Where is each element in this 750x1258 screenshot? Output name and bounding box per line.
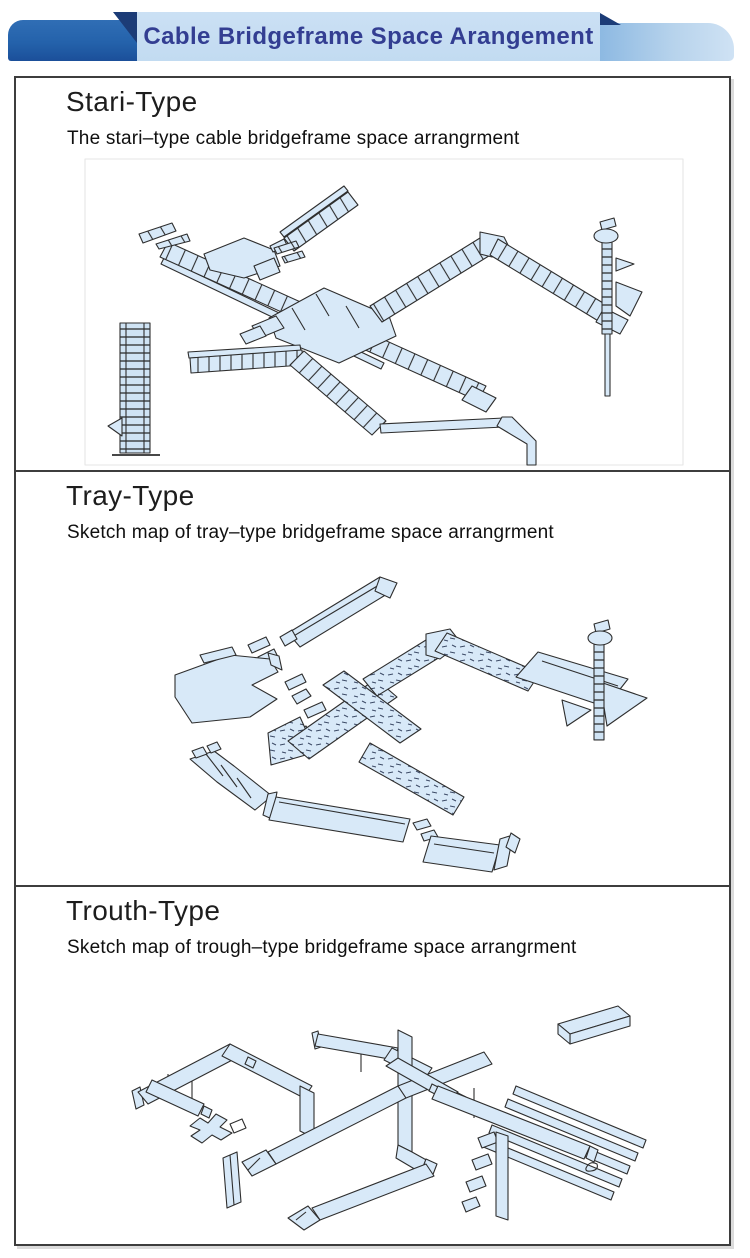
- section-stari: Stari-Type The stari–type cable bridgefr…: [16, 78, 729, 470]
- banner: Cable Bridgeframe Space Arangement: [0, 0, 750, 70]
- banner-tab: Cable Bridgeframe Space Arangement: [137, 12, 600, 61]
- banner-title: Cable Bridgeframe Space Arangement: [143, 22, 594, 50]
- section-heading: Trouth-Type: [66, 895, 221, 926]
- section-subtitle: Sketch map of trough–type bridgeframe sp…: [67, 937, 577, 958]
- section-trough: Trouth-Type Sketch map of trough–type br…: [16, 885, 729, 1244]
- content-box: Stari-Type The stari–type cable bridgefr…: [14, 76, 731, 1246]
- section-subtitle: The stari–type cable bridgeframe space a…: [67, 128, 520, 149]
- section-heading: Tray-Type: [66, 480, 195, 511]
- ribbon-left: [8, 20, 137, 61]
- section-tray: Tray-Type Sketch map of tray–type bridge…: [16, 470, 729, 885]
- ribbon-right: [600, 23, 734, 61]
- ribbon-fold-right: [600, 13, 621, 25]
- section-heading: Stari-Type: [66, 86, 198, 117]
- trough-type-figure: [131, 1005, 647, 1231]
- stari-type-figure: [84, 158, 684, 466]
- tray-type-figure: [174, 576, 648, 873]
- section-subtitle: Sketch map of tray–type bridgeframe spac…: [67, 522, 554, 543]
